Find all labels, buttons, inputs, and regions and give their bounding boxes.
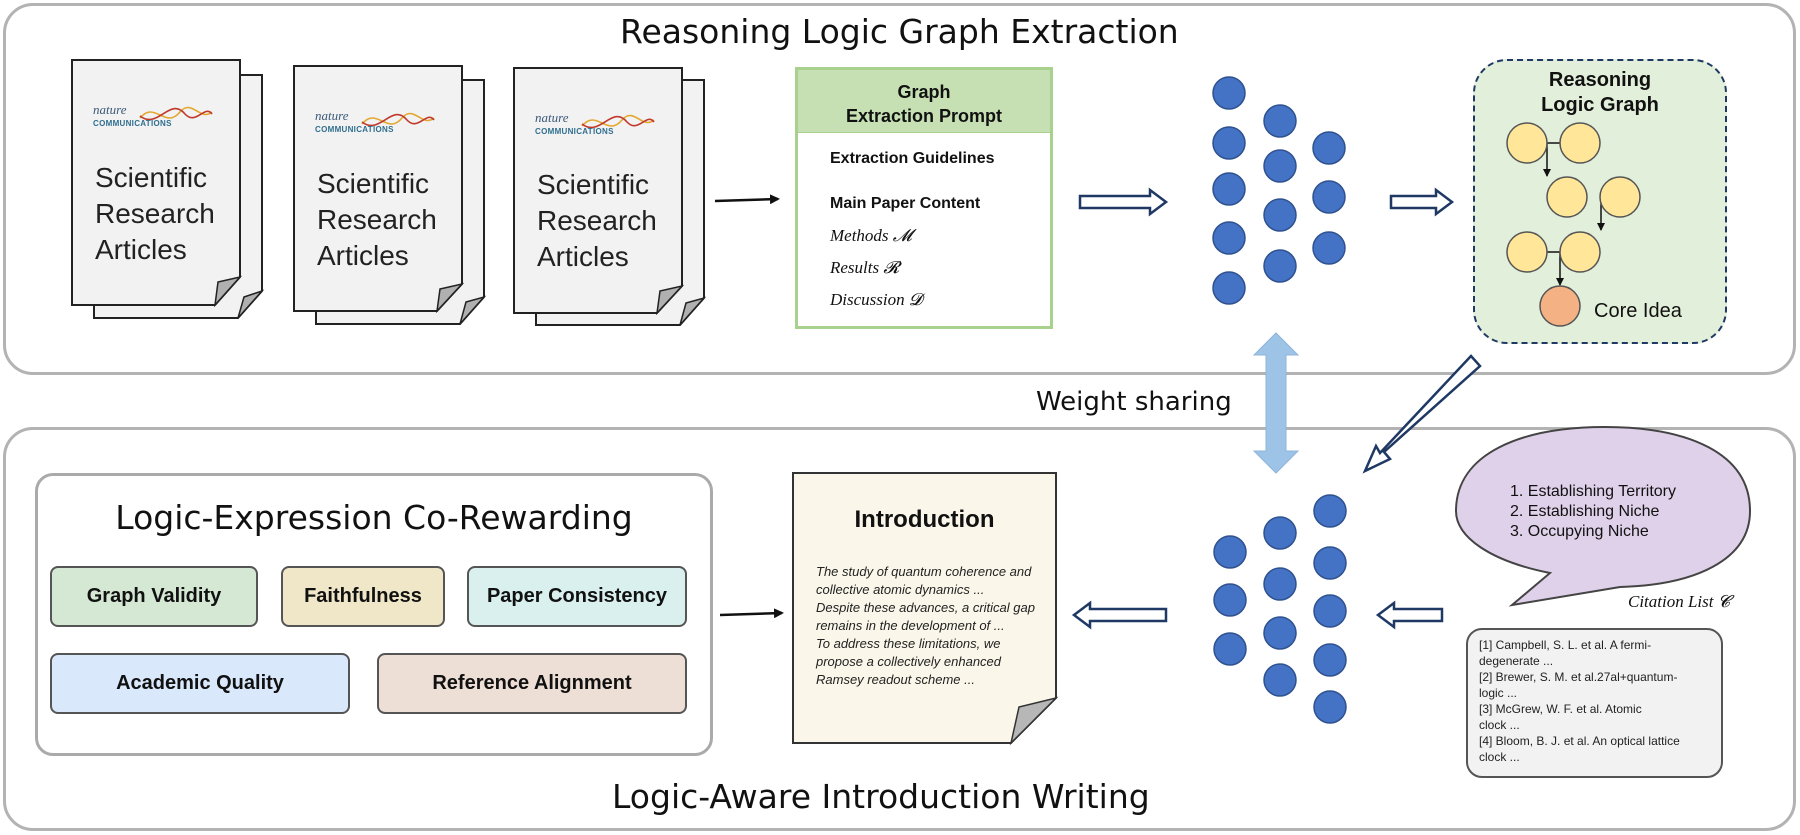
doc1-logo-nature: nature bbox=[93, 102, 127, 117]
citation-line: [4] Bloom, B. J. et al. An optical latti… bbox=[1479, 734, 1680, 748]
citation-list-label: Citation List 𝓒 bbox=[1628, 592, 1730, 611]
core-idea-node bbox=[1539, 285, 1581, 327]
doc3-label: Scientific Research Articles bbox=[537, 169, 657, 272]
citation-line: logic ... bbox=[1479, 686, 1518, 700]
citation-line: degenerate ... bbox=[1479, 654, 1554, 668]
reward-academic-quality: Academic Quality bbox=[50, 653, 350, 714]
graph-to-network-arrow bbox=[1362, 354, 1482, 474]
context-to-network-arrow bbox=[1375, 600, 1444, 630]
introduction-to-rewarding-arrow bbox=[719, 608, 784, 619]
introduction-document-icon bbox=[792, 472, 1059, 746]
citation-line: [2] Brewer, S. M. et al.27al+quantum- bbox=[1479, 670, 1678, 684]
extraction-title: Reasoning Logic Graph Extraction bbox=[620, 12, 1179, 51]
doc1-label: Scientific Research Articles bbox=[95, 162, 215, 265]
document-1-icon bbox=[71, 59, 265, 319]
doc3-logo-nature: nature bbox=[535, 110, 569, 125]
weight-sharing-arrow bbox=[1252, 332, 1300, 474]
citation-list-box bbox=[1466, 628, 1723, 778]
reasoning-graph-title: Reasoning Logic Graph bbox=[1541, 69, 1659, 116]
network-to-introduction-arrow bbox=[1071, 600, 1168, 630]
prompt-methods: Methods 𝓜 bbox=[830, 226, 912, 245]
citation-line: [3] McGrew, W. F. et al. Atomic bbox=[1479, 702, 1642, 716]
nature-logo-waves-icon bbox=[139, 106, 655, 129]
introduction-body: The study of quantum coherence and colle… bbox=[816, 564, 1035, 687]
citation-line: clock ... bbox=[1479, 750, 1520, 764]
prompt-discussion: Discussion 𝓓 bbox=[830, 290, 922, 309]
document-2-icon bbox=[293, 65, 487, 325]
core-idea-label: Core Idea bbox=[1594, 300, 1682, 322]
bottom-network-icon bbox=[1213, 494, 1347, 724]
prompt-body bbox=[795, 133, 1053, 329]
weight-sharing-label: Weight sharing bbox=[1036, 387, 1232, 417]
reward-reference-alignment: Reference Alignment bbox=[377, 653, 687, 714]
reasoning-graph-nodes bbox=[1506, 122, 1641, 273]
top-network-icon bbox=[1212, 76, 1346, 305]
introduction-title: Introduction bbox=[854, 506, 995, 533]
doc3-logo-communications: COMMUNICATIONS bbox=[535, 127, 614, 136]
doc1-logo-communications: COMMUNICATIONS bbox=[93, 119, 172, 128]
prompt-to-network-arrow bbox=[1078, 187, 1169, 217]
prompt-header: Graph Extraction Prompt bbox=[795, 67, 1053, 135]
doc2-logo-nature: nature bbox=[315, 108, 349, 123]
speech-bubble-icon bbox=[1454, 425, 1752, 607]
docs-to-prompt-arrow bbox=[714, 194, 780, 205]
document-3-icon bbox=[513, 67, 707, 326]
writing-title: Logic-Aware Introduction Writing bbox=[612, 777, 1150, 816]
prompt-guidelines: Extraction Guidelines bbox=[830, 150, 995, 167]
prompt-content-title: Main Paper Content bbox=[830, 195, 981, 212]
doc2-logo-communications: COMMUNICATIONS bbox=[315, 125, 394, 134]
network-to-graph-arrow bbox=[1389, 187, 1455, 217]
reward-paper-consistency: Paper Consistency bbox=[467, 566, 687, 627]
document-stacks bbox=[71, 59, 707, 326]
reward-faithfulness: Faithfulness bbox=[281, 566, 445, 627]
citation-line: [1] Campbell, S. L. et al. A fermi- bbox=[1479, 638, 1652, 652]
speech-bubble-text: 1. Establishing Territory 2. Establishin… bbox=[1510, 483, 1676, 540]
citation-line: clock ... bbox=[1479, 718, 1520, 732]
doc2-label: Scientific Research Articles bbox=[317, 168, 437, 271]
prompt-results: Results 𝓡 bbox=[830, 258, 900, 277]
co-rewarding-title: Logic-Expression Co-Rewarding bbox=[115, 498, 633, 537]
reward-graph-validity: Graph Validity bbox=[50, 566, 258, 627]
